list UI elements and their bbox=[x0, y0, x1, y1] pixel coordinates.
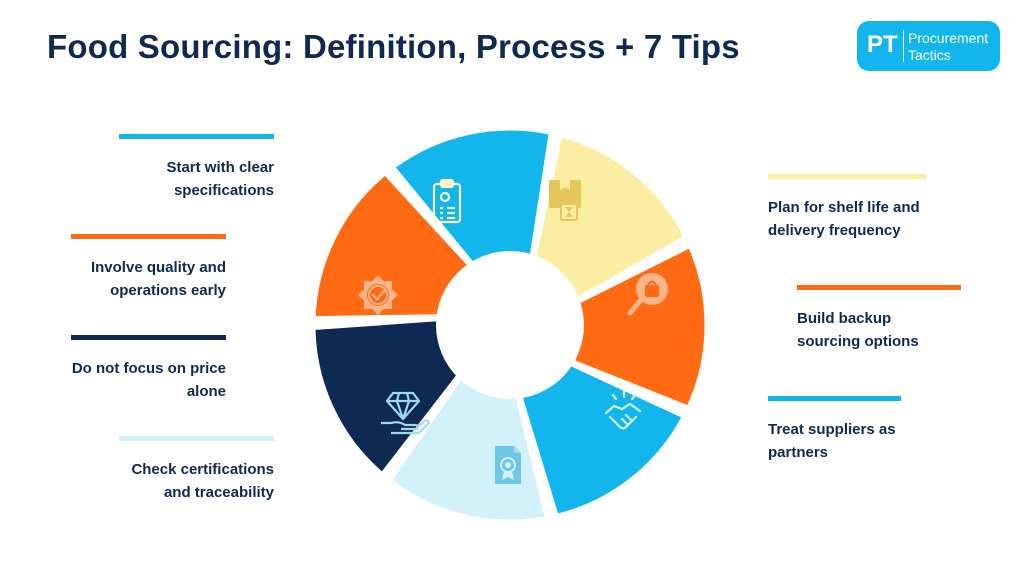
handshake-icon bbox=[604, 390, 642, 430]
logo-name-line1: Procurement bbox=[908, 30, 989, 46]
tip-clear-specifications: Start with clear specifications bbox=[119, 134, 274, 202]
diamond-hand-icon bbox=[381, 391, 431, 435]
logo-name-line2: Tactics bbox=[908, 47, 951, 63]
tip-line: Start with clear bbox=[166, 159, 274, 176]
tip-accent-bar bbox=[797, 285, 961, 290]
procurement-tactics-logo: PT Procurement Tactics bbox=[857, 21, 1000, 71]
page-title: Food Sourcing: Definition, Process + 7 T… bbox=[47, 28, 740, 65]
tip-line: Treat suppliers as bbox=[768, 421, 896, 438]
wheel-segments bbox=[312, 127, 708, 523]
tip-accent-bar bbox=[119, 436, 274, 441]
tip-accent-bar bbox=[71, 335, 226, 340]
tip-accent-bar bbox=[768, 174, 926, 179]
tip-line: delivery frequency bbox=[768, 222, 901, 239]
tip-line: operations early bbox=[110, 282, 226, 299]
certificate-icon bbox=[495, 446, 521, 484]
tip-line: sourcing options bbox=[797, 333, 919, 350]
wheel-center-hole bbox=[436, 251, 584, 399]
quality-badge-icon bbox=[358, 275, 398, 315]
tip-quality-operations: Involve quality and operations early bbox=[71, 234, 226, 302]
tip-suppliers-partners: Treat suppliers as partners bbox=[768, 396, 901, 464]
tip-line: Check certifications bbox=[131, 461, 274, 478]
tip-line: Build backup bbox=[797, 310, 892, 327]
logo-abbreviation: PT bbox=[867, 31, 898, 58]
search-bag-icon bbox=[627, 273, 668, 316]
tip-accent-bar bbox=[768, 396, 901, 401]
logo-divider bbox=[903, 30, 904, 62]
tip-line: Do not focus on price bbox=[71, 360, 226, 377]
tip-line: alone bbox=[186, 383, 226, 400]
tip-accent-bar bbox=[71, 234, 226, 239]
tip-shelf-life-delivery: Plan for shelf life and delivery frequen… bbox=[768, 174, 926, 242]
tip-line: and traceability bbox=[163, 484, 274, 501]
tip-price-alone: Do not focus on price alone bbox=[71, 335, 226, 403]
tip-accent-bar bbox=[119, 134, 274, 139]
tip-line: specifications bbox=[173, 182, 274, 199]
tip-line: Plan for shelf life and bbox=[768, 199, 920, 216]
box-hourglass-icon bbox=[549, 180, 581, 221]
tip-line: partners bbox=[768, 444, 829, 461]
tip-line: Involve quality and bbox=[90, 259, 226, 276]
tip-backup-sourcing: Build backup sourcing options bbox=[797, 285, 961, 353]
clipboard-icon bbox=[432, 178, 462, 224]
tip-certifications-traceability: Check certifications and traceability bbox=[119, 436, 274, 504]
